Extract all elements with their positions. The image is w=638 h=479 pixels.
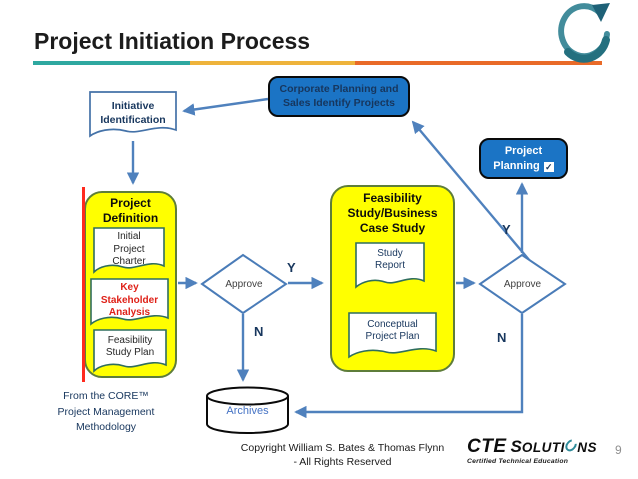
title-divider-teal <box>33 61 190 65</box>
project-definition-title: Project Definition <box>102 196 159 225</box>
core-methodology-note: From the CORE™ Project Management Method… <box>57 390 155 433</box>
arrow-approve2-to-corp <box>411 120 531 262</box>
approve1-no-label: N <box>254 324 264 339</box>
approve1-diamond <box>200 253 288 315</box>
slide-title: Project Initiation Process <box>34 28 311 54</box>
cte-solutions-wordmark: CTE S OLUTI NS <box>467 436 597 458</box>
corporate-planning-label: Corporate Planning and Sales Identify Pr… <box>279 82 399 110</box>
red-highlight-line <box>82 187 85 382</box>
project-planning-label: Project Planning ✓ <box>481 143 566 175</box>
corporate-planning-box <box>268 76 410 117</box>
approve2-diamond <box>478 253 567 315</box>
conceptual-project-plan-label: Conceptual Project Plan <box>365 318 420 343</box>
project-planning-word: Planning <box>493 160 540 172</box>
title-divider-orange <box>355 61 602 65</box>
cte-solutions-logo: CTE S OLUTI NS Certified Technical Educa… <box>467 436 597 465</box>
solutions-end: NS <box>577 440 597 455</box>
archives-cylinder-body <box>206 396 289 434</box>
cte-text: CTE <box>467 436 507 457</box>
approve1-yes-label: Y <box>287 260 296 275</box>
cte-tagline: Certified Technical Education <box>467 458 569 465</box>
arrow-approve2-n-to-archives <box>294 314 524 419</box>
key-stakeholder-analysis-label: Key Stakeholder Analysis <box>100 282 159 319</box>
solutions-mid: OLUTI <box>521 440 565 455</box>
copyright-text: Copyright William S. Bates & Thomas Flyn… <box>240 442 445 468</box>
solutions-s: S <box>510 437 522 456</box>
initial-project-charter-label: Initial Project Charter <box>112 231 146 268</box>
arrow-corp-to-initiative <box>182 97 269 116</box>
title-divider-gold <box>190 61 355 65</box>
initiative-identification-document <box>89 91 177 138</box>
project-planning-line2: Planning ✓ <box>493 159 554 174</box>
approve2-label: Approve <box>503 278 542 290</box>
initiative-identification-label: Initiative Identification <box>100 100 166 126</box>
archives-label: Archives <box>226 405 269 417</box>
checkbox-icon: ✓ <box>543 161 554 172</box>
approve2-yes-label: Y <box>502 222 511 237</box>
project-planning-box <box>479 138 568 179</box>
swirl-logo-icon <box>558 3 610 63</box>
approve1-label: Approve <box>225 278 263 290</box>
feasibility-study-title: Feasibility Study/Business Case Study <box>347 190 438 235</box>
archives-cylinder-top <box>206 386 289 406</box>
project-planning-line1: Project <box>504 145 543 157</box>
approve2-no-label: N <box>497 330 507 345</box>
page-number: 9 <box>615 443 622 457</box>
study-report-label: Study Report <box>374 247 405 272</box>
feasibility-study-plan-label: Feasibility Study Plan <box>105 334 155 359</box>
